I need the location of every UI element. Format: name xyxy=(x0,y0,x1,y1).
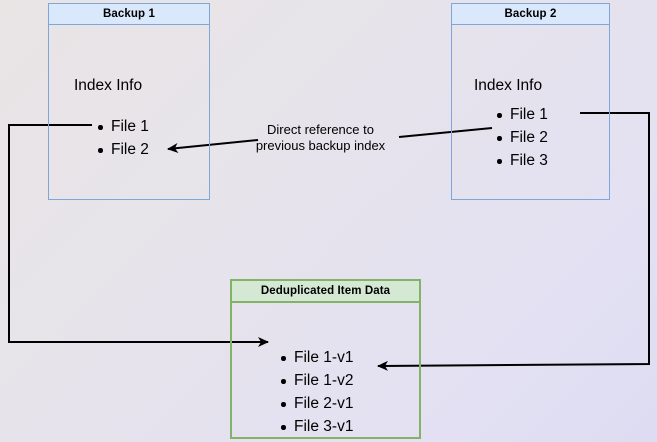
node-deduplicated-item-data-header: Deduplicated Item Data xyxy=(230,279,421,303)
node-backup-1[interactable]: Backup 1 Index Info File 1 File 2 xyxy=(48,3,210,200)
node-backup-1-header: Backup 1 xyxy=(48,3,210,25)
node-backup-2[interactable]: Backup 2 Index Info File 1 File 2 File 3 xyxy=(451,3,610,200)
node-deduplicated-item-data-body: File 1-v1 File 1-v2 File 2-v1 File 3-v1 xyxy=(230,303,421,439)
node-backup-2-body: Index Info File 1 File 2 File 3 xyxy=(451,25,610,200)
node-backup-2-index-label: Index Info xyxy=(474,77,543,94)
node-backup-1-index-label: Index Info xyxy=(74,77,143,94)
node-backup-2-header: Backup 2 xyxy=(451,3,610,25)
list-item: File 3-v1 xyxy=(280,415,353,438)
list-item: File 3 xyxy=(496,149,548,172)
list-item: File 2 xyxy=(496,126,548,149)
list-item: File 2 xyxy=(97,138,149,161)
node-deduplicated-item-data-file-list: File 1-v1 File 1-v2 File 2-v1 File 3-v1 xyxy=(280,346,353,438)
list-item: File 1-v2 xyxy=(280,369,353,392)
edge-label-line-1: Direct reference to xyxy=(267,122,374,137)
node-backup-2-file-list: File 1 File 2 File 3 xyxy=(496,103,548,172)
edge-label-line-2: previous backup index xyxy=(255,138,386,153)
list-item: File 2-v1 xyxy=(280,392,353,415)
list-item: File 1 xyxy=(97,115,149,138)
list-item: File 1 xyxy=(496,103,548,126)
list-item: File 1-v1 xyxy=(280,346,353,369)
edge-label-direct-reference: Direct reference to previous backup inde… xyxy=(243,122,398,154)
node-backup-1-file-list: File 1 File 2 xyxy=(97,115,149,161)
node-backup-1-body: Index Info File 1 File 2 xyxy=(48,25,210,200)
node-deduplicated-item-data[interactable]: Deduplicated Item Data File 1-v1 File 1-… xyxy=(230,279,421,439)
